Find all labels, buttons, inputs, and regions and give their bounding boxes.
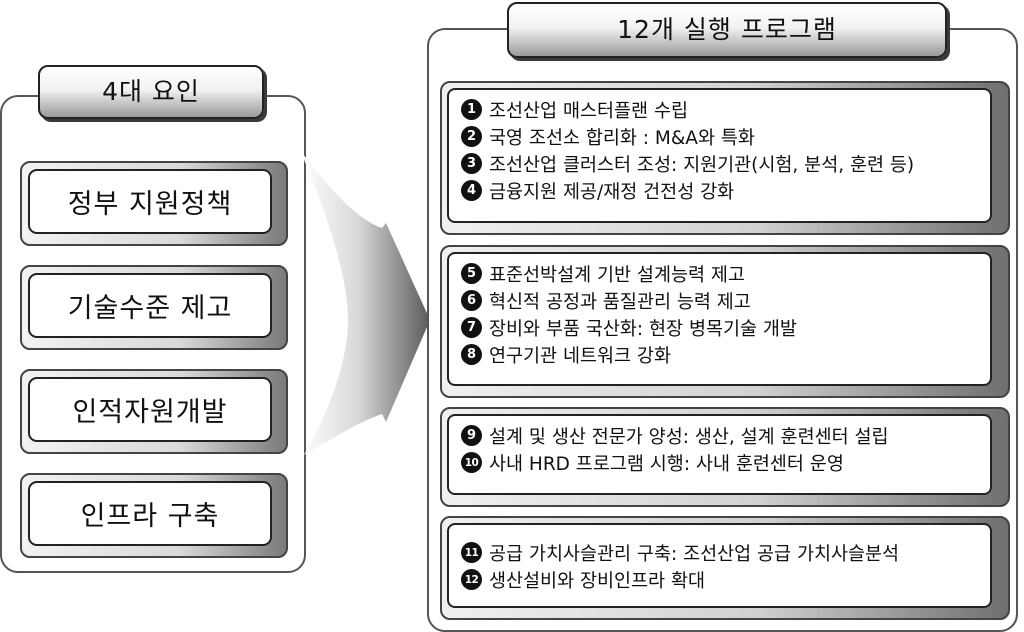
number-badge: 12 — [461, 569, 482, 590]
number-badge: 2 — [461, 126, 482, 147]
program-item: 7 장비와 부품 국산화: 현장 병목기술 개발 — [461, 314, 990, 341]
program-group-list: 9 설계 및 생산 전문가 양성: 생산, 설계 훈련센터 설립 10 사내 H… — [447, 414, 992, 495]
number-badge: 3 — [461, 153, 482, 174]
number-badge: 11 — [461, 542, 482, 563]
program-item: 3 조선산업 클러스터 조성: 지원기관(시험, 분석, 훈련 등) — [461, 150, 990, 177]
program-text: 국영 조선소 합리화 : M&A와 특화 — [489, 127, 755, 149]
program-group-list: 1 조선산업 매스터플랜 수립 2 국영 조선소 합리화 : M&A와 특화 3… — [447, 88, 992, 223]
program-item: 9 설계 및 생산 전문가 양성: 생산, 설계 훈련센터 설립 — [461, 422, 990, 449]
program-text: 조선산업 클러스터 조성: 지원기관(시험, 분석, 훈련 등) — [489, 154, 915, 176]
program-item: 8 연구기관 네트워크 강화 — [461, 341, 990, 368]
program-group-3: 9 설계 및 생산 전문가 양성: 생산, 설계 훈련센터 설립 10 사내 H… — [440, 407, 1010, 507]
program-group-2: 5 표준선박설계 기반 설계능력 제고 6 혁신적 공정과 품질관리 능력 제고… — [440, 245, 1010, 398]
factors-title-text: 4대 요인 — [102, 77, 200, 106]
program-item: 2 국영 조선소 합리화 : M&A와 특화 — [461, 123, 990, 150]
program-group-list: 5 표준선박설계 기반 설계능력 제고 6 혁신적 공정과 품질관리 능력 제고… — [447, 252, 992, 386]
program-item: 4 금융지원 제공/재정 건전성 강화 — [461, 177, 990, 204]
program-text: 표준선박설계 기반 설계능력 제고 — [489, 264, 745, 286]
number-badge: 1 — [461, 99, 482, 120]
factor-label: 인적자원개발 — [28, 377, 272, 442]
program-item: 1 조선산업 매스터플랜 수립 — [461, 96, 990, 123]
program-text: 사내 HRD 프로그램 시행: 사내 훈련센터 운영 — [489, 453, 844, 475]
factors-panel-title: 4대 요인 — [38, 65, 264, 119]
factor-box-1: 정부 지원정책 — [20, 161, 288, 246]
factor-label: 기술수준 제고 — [28, 273, 272, 338]
program-text: 장비와 부품 국산화: 현장 병목기술 개발 — [489, 318, 797, 340]
number-badge: 8 — [461, 344, 482, 365]
program-item: 12 생산설비와 장비인프라 확대 — [461, 566, 990, 593]
flow-arrow — [300, 150, 430, 455]
factor-box-3: 인적자원개발 — [20, 369, 288, 454]
factor-label: 인프라 구축 — [28, 481, 272, 546]
number-badge: 7 — [461, 317, 482, 338]
program-item: 6 혁신적 공정과 품질관리 능력 제고 — [461, 287, 990, 314]
program-text: 설계 및 생산 전문가 양성: 생산, 설계 훈련센터 설립 — [489, 426, 889, 448]
factor-box-4: 인프라 구축 — [20, 473, 288, 558]
factor-box-2: 기술수준 제고 — [20, 265, 288, 350]
number-badge: 4 — [461, 180, 482, 201]
program-item: 5 표준선박설계 기반 설계능력 제고 — [461, 260, 990, 287]
program-group-list: 11 공급 가치사슬관리 구축: 조선산업 공급 가치사슬분석 12 생산설비와… — [447, 523, 992, 608]
program-text: 혁신적 공정과 품질관리 능력 제고 — [489, 291, 751, 313]
program-item: 11 공급 가치사슬관리 구축: 조선산업 공급 가치사슬분석 — [461, 539, 990, 566]
program-group-1: 1 조선산업 매스터플랜 수립 2 국영 조선소 합리화 : M&A와 특화 3… — [440, 81, 1010, 235]
number-badge: 10 — [461, 452, 482, 473]
factor-label: 정부 지원정책 — [28, 169, 272, 234]
programs-panel-title: 12개 실행 프로그램 — [507, 2, 947, 58]
program-text: 연구기관 네트워크 강화 — [489, 345, 671, 367]
program-group-4: 11 공급 가치사슬관리 구축: 조선산업 공급 가치사슬분석 12 생산설비와… — [440, 516, 1010, 620]
program-text: 공급 가치사슬관리 구축: 조선산업 공급 가치사슬분석 — [489, 543, 900, 565]
program-text: 생산설비와 장비인프라 확대 — [489, 570, 706, 592]
program-text: 조선산업 매스터플랜 수립 — [489, 100, 688, 122]
number-badge: 6 — [461, 290, 482, 311]
programs-title-text: 12개 실행 프로그램 — [617, 15, 837, 44]
number-badge: 5 — [461, 263, 482, 284]
program-item: 10 사내 HRD 프로그램 시행: 사내 훈련센터 운영 — [461, 449, 990, 476]
arrow-shape — [300, 150, 430, 455]
program-text: 금융지원 제공/재정 건전성 강화 — [489, 181, 735, 203]
number-badge: 9 — [461, 425, 482, 446]
